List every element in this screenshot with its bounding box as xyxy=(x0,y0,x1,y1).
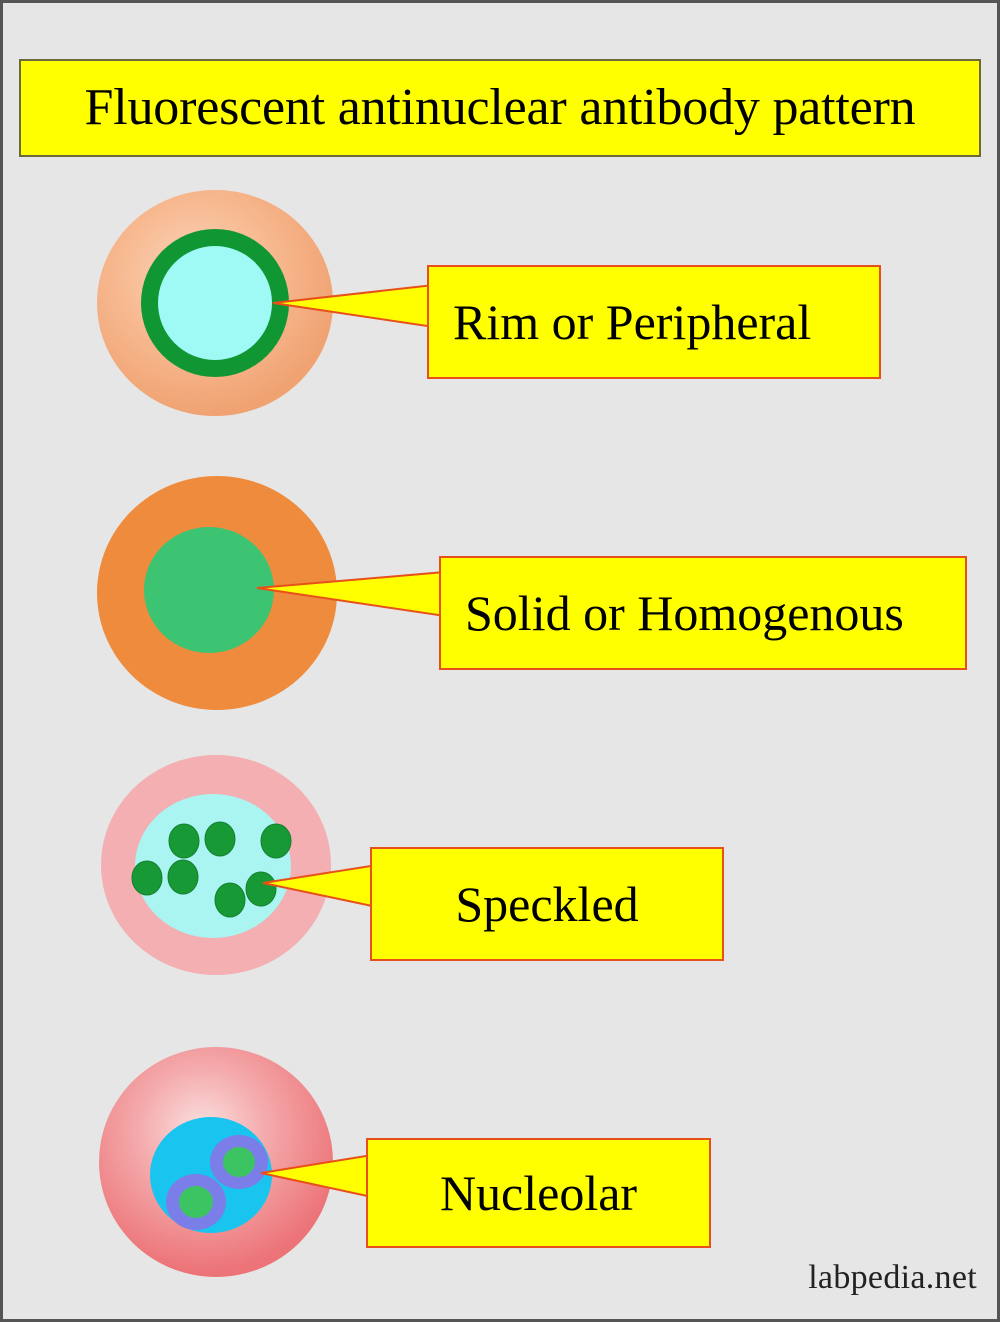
callout-pointer-speckled xyxy=(262,863,378,909)
callout-label-solid-homogenous: Solid or Homogenous xyxy=(465,585,904,641)
speckle-dot xyxy=(245,871,277,907)
callout-pointer-rim-peripheral xyxy=(272,283,435,329)
nucleolus-group xyxy=(166,1135,268,1230)
nucleus-solid-homogenous xyxy=(144,527,274,653)
callout-label-speckled: Speckled xyxy=(455,876,639,932)
callout-label-nucleolar: Nucleolar xyxy=(439,1165,638,1221)
speckle-dot xyxy=(168,823,200,859)
callout-label-rim-peripheral: Rim or Peripheral xyxy=(453,294,812,350)
cell-illustration-nucleolar xyxy=(99,1047,333,1277)
callout-box-speckled[interactable]: Speckled xyxy=(370,847,724,961)
nucleus-rim-peripheral xyxy=(158,246,272,360)
speckle-dot xyxy=(131,860,163,896)
callout-box-rim-peripheral[interactable]: Rim or Peripheral xyxy=(427,265,881,379)
nucleolus-core xyxy=(179,1186,213,1218)
speckle-dot xyxy=(214,882,246,918)
callout-pointer-solid-homogenous xyxy=(256,570,446,618)
cell-illustration-rim-peripheral xyxy=(97,190,333,416)
cell-illustration-speckled xyxy=(101,755,331,975)
callout-pointer-nucleolar xyxy=(260,1153,373,1199)
page-title-box: Fluorescent antinuclear antibody pattern xyxy=(19,59,981,157)
page-title: Fluorescent antinuclear antibody pattern xyxy=(84,79,916,136)
callout-box-solid-homogenous[interactable]: Solid or Homogenous xyxy=(439,556,967,670)
callout-box-nucleolar[interactable]: Nucleolar xyxy=(366,1138,711,1248)
speckle-dot xyxy=(204,821,236,857)
site-watermark: labpedia.net xyxy=(808,1259,977,1296)
speckle-dot xyxy=(260,823,292,859)
speckle-group xyxy=(131,821,292,918)
nucleolus-core xyxy=(223,1147,255,1177)
cell-illustration-solid-homogenous xyxy=(97,476,337,710)
speckle-dot xyxy=(167,859,199,895)
